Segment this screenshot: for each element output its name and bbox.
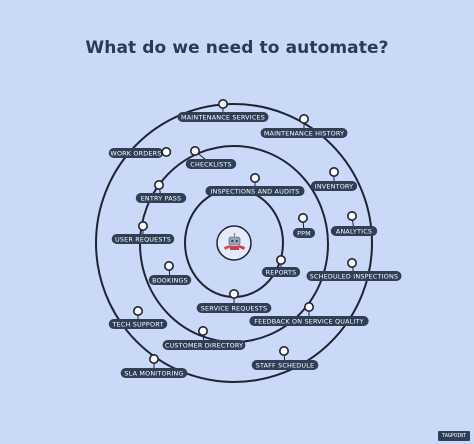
watermark-logo: TAGPOINT xyxy=(437,431,470,441)
label-tag xyxy=(185,159,237,169)
orbit-node xyxy=(275,255,286,266)
label-text: TECH SUPPORT xyxy=(112,320,164,328)
label-tag xyxy=(205,186,305,196)
orbit-node xyxy=(138,221,149,232)
label-text: CHECKLISTS xyxy=(190,160,231,168)
orbit-node xyxy=(154,180,165,191)
orbit-item-bookings: BOOKINGS xyxy=(148,260,192,285)
page-title: What do we need to automate? xyxy=(85,38,389,58)
orbit-node xyxy=(190,146,201,157)
label-tag xyxy=(108,148,164,158)
orbit-item-maintenance-history: MAINTENANCE HISTORY xyxy=(260,114,348,138)
label-tag xyxy=(148,275,192,285)
label-tag xyxy=(111,234,175,244)
orbit-ring-outer xyxy=(95,103,373,383)
orbit-node xyxy=(346,257,357,268)
label-text: INVENTORY xyxy=(315,182,354,190)
orbit-item-checklists: CHECKLISTS xyxy=(185,146,237,169)
orbit-node xyxy=(298,114,309,125)
label-tag xyxy=(310,181,358,191)
orbit-node xyxy=(161,147,172,158)
orbit-item-inspections-and-audits: INSPECTIONS AND AUDITS xyxy=(205,173,305,196)
label-text: CUSTOMER DIRECTORY xyxy=(165,341,243,349)
label-text: STAFF SCHEDULE xyxy=(256,361,315,369)
orbit-item-ppm: PPM xyxy=(292,213,316,238)
orbit-tags: INSPECTIONS AND AUDITS PPM REPORTS SERVICE … xyxy=(108,99,402,378)
label-text: SCHEDULED INSPECTIONS xyxy=(310,272,398,280)
orbit-item-sla-monitoring: SLA MONITORING xyxy=(120,353,188,378)
label-text: INSPECTIONS AND AUDITS xyxy=(210,187,299,195)
orbit-node xyxy=(218,99,229,110)
label-tag xyxy=(108,319,168,329)
label-text: ENTRY PASS xyxy=(141,194,182,202)
label-tag xyxy=(261,267,301,277)
orbit-node xyxy=(328,167,339,178)
orbit-node xyxy=(229,288,240,299)
label-tag xyxy=(251,360,319,370)
orbit-item-entry-pass: ENTRY PASS xyxy=(135,180,187,203)
label-text: WORK ORDERS xyxy=(110,149,161,157)
label-text: MAINTENANCE SERVICES xyxy=(181,113,265,121)
label-tag xyxy=(330,226,378,236)
orbit-node xyxy=(149,353,160,364)
orbit-item-service-requests: SERVICE REQUESTS xyxy=(196,288,272,313)
label-text: ANALYTICS xyxy=(336,227,372,235)
label-tag xyxy=(196,303,272,313)
orbit-node xyxy=(297,213,308,224)
orbit-item-user-requests: USER REQUESTS xyxy=(111,221,175,244)
orbit-item-scheduled-inspections: SCHEDULED INSPECTIONS xyxy=(306,257,402,281)
label-tag xyxy=(120,368,188,378)
orbit-item-work-orders: WORK ORDERS xyxy=(108,147,172,158)
label-tag xyxy=(260,128,348,138)
label-text: BOOKINGS xyxy=(152,276,188,284)
label-text: SLA MONITORING xyxy=(124,369,183,377)
label-text: MAINTENANCE HISTORY xyxy=(264,129,344,137)
label-tag xyxy=(177,112,269,122)
label-text: PPM xyxy=(297,229,311,237)
orbit-node xyxy=(278,345,289,356)
label-text: FEEDBACK ON SERVICE QUALITY xyxy=(254,317,364,325)
orbit-item-tech-support: TECH SUPPORT xyxy=(108,305,168,329)
label-tag xyxy=(162,340,246,350)
label-tag xyxy=(292,228,316,238)
center-hub xyxy=(216,225,252,261)
label-text: SERVICE REQUESTS xyxy=(201,304,267,312)
orbit-node xyxy=(303,301,314,312)
label-tag xyxy=(135,193,187,203)
orbit-item-maintenance-services: MAINTENANCE SERVICES xyxy=(177,99,269,122)
label-tag xyxy=(306,271,402,281)
orbit-item-staff-schedule: STAFF SCHEDULE xyxy=(251,345,319,370)
orbit-item-inventory: INVENTORY xyxy=(310,167,358,191)
orbit-node xyxy=(198,325,209,336)
orbit-node xyxy=(164,260,175,271)
robot-icon xyxy=(224,233,245,250)
label-text: REPORTS xyxy=(266,268,297,276)
orbit-node xyxy=(250,173,261,184)
orbit-node xyxy=(346,211,357,222)
orbit-item-customer-directory: CUSTOMER DIRECTORY xyxy=(162,325,246,350)
orbit-item-reports: REPORTS xyxy=(261,255,301,277)
orbit-node xyxy=(133,305,144,316)
label-text: USER REQUESTS xyxy=(115,235,171,243)
orbit-item-feedback-on-service-quality: FEEDBACK ON SERVICE QUALITY xyxy=(249,301,369,326)
orbit-item-analytics: ANALYTICS xyxy=(330,211,378,236)
label-tag xyxy=(249,316,369,326)
